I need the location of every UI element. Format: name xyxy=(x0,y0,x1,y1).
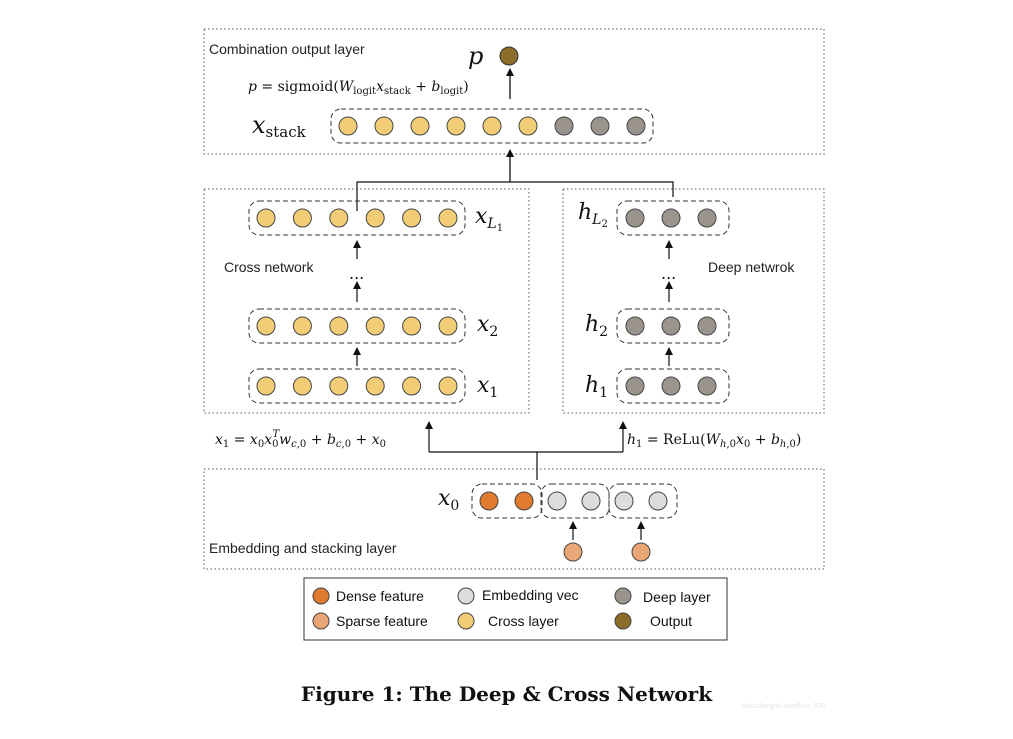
output-label-p: p xyxy=(468,42,483,70)
deep-layer-node xyxy=(661,316,681,336)
cross-layer-node xyxy=(256,316,276,336)
cross-layer-node xyxy=(438,316,458,336)
x0-label: x0 xyxy=(438,486,459,514)
svg-text:Embedding vec: Embedding vec xyxy=(482,587,579,603)
cross-layer-node xyxy=(365,376,385,396)
output-formula: p = sigmoid(Wlogitxstack + blogit) xyxy=(248,79,469,97)
legend-sparse-feature: Sparse feature xyxy=(312,612,428,630)
output-node xyxy=(499,46,519,66)
deep-network-box xyxy=(562,188,825,414)
deep-network-title: Deep netwrok xyxy=(708,259,795,275)
x0-embed-group-1 xyxy=(540,483,610,519)
deep-layer-node xyxy=(697,376,717,396)
cross-layer-node xyxy=(365,208,385,228)
sparse-feature-node-2 xyxy=(631,542,651,562)
x0-embed-group-2 xyxy=(608,483,678,519)
cross-network-nodes xyxy=(256,208,458,396)
x-stack-node xyxy=(590,116,610,136)
legend-deep-layer: Deep layer xyxy=(614,587,711,605)
cross-layer-node xyxy=(365,316,385,336)
x-stack-node xyxy=(626,116,646,136)
x-stack-node xyxy=(446,116,466,136)
watermark: classifiergrid-overflow_330 xyxy=(742,703,825,710)
x-stack-node xyxy=(482,116,502,136)
x0-dense-group xyxy=(471,483,543,519)
legend-output: Output xyxy=(614,612,692,630)
x-l1-group xyxy=(248,200,466,236)
x2-group xyxy=(248,308,466,344)
cross-ellipsis: ... xyxy=(349,264,364,283)
x-stack-label: xstack xyxy=(252,111,307,141)
cross-layer-node xyxy=(329,316,349,336)
cross-layer-node xyxy=(438,208,458,228)
cross-layer-node xyxy=(402,316,422,336)
deep-layer-node xyxy=(661,208,681,228)
h2-group xyxy=(616,308,730,344)
figure-caption: Figure 1: The Deep & Cross Network xyxy=(300,682,713,706)
cross-layer-node xyxy=(256,208,276,228)
svg-text:Dense feature: Dense feature xyxy=(336,588,424,604)
legend-cross-layer: Cross layer xyxy=(457,612,559,630)
embedding-vec-node xyxy=(614,491,634,511)
x-stack-node xyxy=(518,116,538,136)
cross-network-box xyxy=(203,188,530,414)
legend-embedding-vec: Embedding vec xyxy=(457,587,579,605)
x1-group xyxy=(248,368,466,404)
deep-layer-node xyxy=(625,376,645,396)
embedding-stacking-layer-title: Embedding and stacking layer xyxy=(209,540,397,556)
h1-label: h1 xyxy=(585,373,608,401)
cross-layer-node xyxy=(292,376,312,396)
svg-text:Sparse feature: Sparse feature xyxy=(336,613,428,629)
cross-layer-node xyxy=(402,376,422,396)
deep-network-nodes xyxy=(625,208,717,396)
h1-group xyxy=(616,368,730,404)
x-stack-node xyxy=(554,116,574,136)
x-stack-node xyxy=(338,116,358,136)
embedding-vec-node xyxy=(648,491,668,511)
cross-network-title: Cross network xyxy=(224,259,314,275)
x-stack-group xyxy=(330,108,654,144)
cross-layer-node xyxy=(292,316,312,336)
legend-dense-feature: Dense feature xyxy=(312,587,424,605)
deep-layer-node xyxy=(625,208,645,228)
h-l2-group xyxy=(616,200,730,236)
x1-label: x1 xyxy=(477,373,498,401)
deep-layer-node xyxy=(661,376,681,396)
x0-nodes xyxy=(479,491,668,511)
deep-layer-node xyxy=(697,208,717,228)
svg-text:Cross layer: Cross layer xyxy=(488,613,559,629)
dense-feature-node xyxy=(479,491,499,511)
deep-ellipsis: ... xyxy=(661,264,676,283)
x2-label: x2 xyxy=(477,312,498,340)
svg-text:Deep layer: Deep layer xyxy=(643,589,711,605)
x-stack-nodes xyxy=(338,116,646,136)
cross-layer-node xyxy=(292,208,312,228)
x-stack-node xyxy=(410,116,430,136)
dense-feature-node xyxy=(514,491,534,511)
x-l1-label: xL1 xyxy=(475,204,503,234)
combination-output-layer-title: Combination output layer xyxy=(209,41,365,57)
cross-formula: x1 = x0x0Twc,0 + bc,0 + x0 xyxy=(215,429,386,450)
cross-layer-node xyxy=(402,208,422,228)
h-l2-label: hL2 xyxy=(578,200,608,230)
cross-layer-node xyxy=(256,376,276,396)
embedding-vec-node xyxy=(581,491,601,511)
deep-layer-node xyxy=(625,316,645,336)
legend-box xyxy=(303,577,728,641)
embedding-vec-node xyxy=(547,491,567,511)
cross-layer-node xyxy=(329,376,349,396)
sparse-feature-node-1 xyxy=(563,542,583,562)
cross-layer-node xyxy=(329,208,349,228)
svg-text:Output: Output xyxy=(650,613,692,629)
cross-layer-node xyxy=(438,376,458,396)
deep-layer-node xyxy=(697,316,717,336)
h2-label: h2 xyxy=(585,312,608,340)
x-stack-node xyxy=(374,116,394,136)
deep-formula: h1 = ReLu(Wh,0x0 + bh,0) xyxy=(627,432,801,450)
